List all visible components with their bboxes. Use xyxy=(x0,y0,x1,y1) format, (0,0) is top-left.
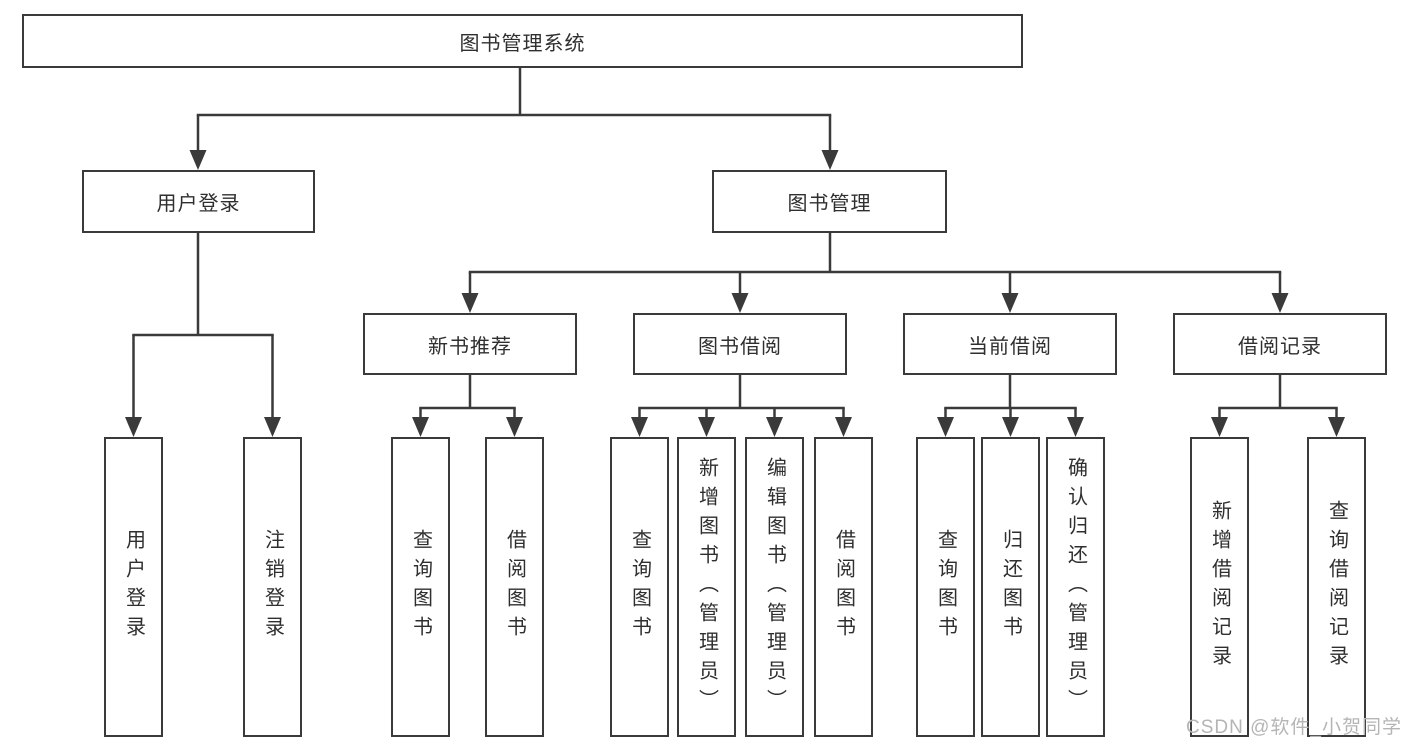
node-label: 借阅记录 xyxy=(1238,335,1322,358)
node-borrowing-edit-books-admin: 编辑图书（管理员） xyxy=(745,437,804,737)
node-recommend-query-books: 查询图书 xyxy=(391,437,450,737)
node-new-book-recommend: 新书推荐 xyxy=(363,313,577,375)
node-records-add-record: 新增借阅记录 xyxy=(1190,437,1249,737)
node-label: 借阅图书 xyxy=(832,529,855,645)
node-label: 查询图书 xyxy=(409,529,432,645)
csdn-watermark: CSDN @软件_小贺同学 xyxy=(1186,717,1402,738)
node-recommend-borrow-books: 借阅图书 xyxy=(485,437,544,737)
node-label: 新书推荐 xyxy=(428,335,512,358)
node-label: 图书管理 xyxy=(787,193,872,215)
node-label: 用户登录 xyxy=(122,529,145,645)
node-borrowing-borrow-books: 借阅图书 xyxy=(814,437,873,737)
node-label: 归还图书 xyxy=(999,529,1022,645)
node-current-confirm-return-admin: 确认归还（管理员） xyxy=(1046,437,1105,737)
node-label: 当前借阅 xyxy=(968,335,1052,358)
node-user-login: 用户登录 xyxy=(82,170,315,233)
node-records-query-record: 查询借阅记录 xyxy=(1307,437,1366,737)
node-borrow-records: 借阅记录 xyxy=(1173,313,1387,375)
node-label: 查询借阅记录 xyxy=(1325,500,1348,674)
node-logout-leaf: 注销登录 xyxy=(243,437,302,737)
node-label: 查询图书 xyxy=(934,529,957,645)
node-borrowing-query-books: 查询图书 xyxy=(610,437,669,737)
node-label: 确认归还（管理员） xyxy=(1064,456,1087,718)
node-label: 新增借阅记录 xyxy=(1208,500,1231,674)
node-current-query-books: 查询图书 xyxy=(916,437,975,737)
node-borrowing-add-books-admin: 新增图书（管理员） xyxy=(677,437,736,737)
node-login-leaf: 用户登录 xyxy=(104,437,163,737)
node-book-management: 图书管理 xyxy=(712,170,947,233)
node-label: 注销登录 xyxy=(261,529,284,645)
node-current-borrowing: 当前借阅 xyxy=(903,313,1117,375)
node-label: 用户登录 xyxy=(156,193,241,215)
node-label: 新增图书（管理员） xyxy=(695,456,718,718)
node-label: 图书管理系统 xyxy=(459,32,586,55)
node-label: 图书借阅 xyxy=(698,335,782,358)
node-book-borrowing: 图书借阅 xyxy=(633,313,847,375)
node-label: 查询图书 xyxy=(628,529,651,645)
node-label: 编辑图书（管理员） xyxy=(763,456,786,718)
node-label: 借阅图书 xyxy=(503,529,526,645)
node-current-return-books: 归还图书 xyxy=(981,437,1040,737)
node-library-system: 图书管理系统 xyxy=(22,14,1023,68)
